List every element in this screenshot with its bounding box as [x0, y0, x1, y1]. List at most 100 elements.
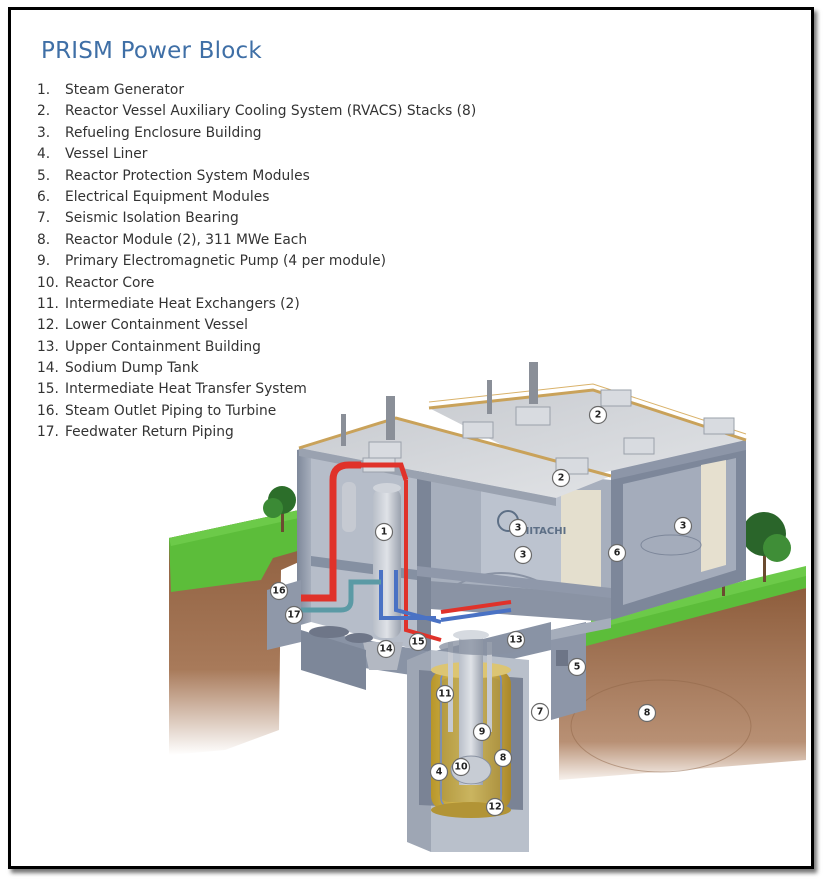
legend-item-label: Sodium Dump Tank — [65, 360, 199, 377]
legend-item-label: Seismic Isolation Bearing — [65, 210, 239, 227]
callout-marker: 3 — [508, 518, 528, 538]
legend-item: 16. Steam Outlet Piping to Turbine — [37, 401, 476, 422]
legend-list: 1.Steam Generator 2. Reactor Vessel Auxili… — [37, 80, 476, 444]
callout-marker: 8 — [493, 748, 513, 768]
legend-item-label: Feedwater Return Piping — [65, 424, 234, 441]
callout-marker: 16 — [269, 581, 289, 601]
callout-number: 6 — [614, 548, 621, 559]
legend-item-label: Reactor Protection System Modules — [65, 167, 310, 184]
callout-number: 10 — [454, 762, 468, 773]
legend-item-number: 9. — [37, 253, 51, 270]
callout-marker: 17 — [284, 605, 304, 625]
rps-module-wing — [551, 618, 611, 720]
upper-containment-hall: HITACHI — [416, 460, 611, 622]
legend-item-number: 3. — [37, 124, 51, 141]
legend-item-label: Reactor Vessel Auxiliary Cooling System … — [65, 103, 477, 120]
legend-item-number: 1. — [37, 82, 51, 98]
callout-number: 3 — [520, 550, 527, 561]
callout-marker: 7 — [530, 702, 550, 722]
legend-item-number: 5. — [37, 167, 51, 184]
ground-left — [169, 510, 301, 755]
legend-item-number: 4. — [37, 146, 51, 163]
legend-item-label: Primary Electromagnetic Pump (4 per modu… — [65, 253, 386, 270]
callout-marker: 4 — [429, 762, 449, 782]
legend-item-label: Intermediate Heat Exchangers (2) — [65, 295, 300, 312]
page-title: PRISM Power Block — [41, 38, 262, 64]
callout-number: 4 — [436, 767, 443, 778]
callout-marker: 8 — [637, 703, 657, 723]
callout-number: 11 — [438, 689, 451, 700]
callout-marker: 3 — [513, 545, 533, 565]
legend-item: 4. Vessel Liner — [37, 144, 476, 165]
callout-number: 13 — [509, 635, 522, 646]
callout-number: 12 — [488, 802, 501, 813]
legend-item-label: Vessel Liner — [65, 146, 148, 163]
legend-item-label: Intermediate Heat Transfer System — [65, 381, 307, 398]
legend-item-number: 13. — [37, 338, 59, 355]
legend-item-label: Steam Outlet Piping to Turbine — [65, 402, 277, 419]
legend-item: 1.Steam Generator — [37, 80, 476, 101]
legend-item: 15.Intermediate Heat Transfer System — [37, 379, 476, 400]
callout-number: 14 — [379, 644, 393, 655]
callout-number: 16 — [272, 586, 286, 597]
legend-item: 10. Reactor Core — [37, 273, 476, 294]
callout-number: 9 — [479, 727, 486, 738]
legend-item-number: 14. — [37, 360, 59, 377]
legend-item: 5. Reactor Protection System Modules — [37, 166, 476, 187]
callout-marker: 10 — [451, 757, 471, 777]
callout-number: 5 — [574, 662, 581, 673]
legend-item-label: Upper Containment Building — [65, 338, 261, 355]
ground-right — [559, 566, 806, 780]
legend-item: 12.Lower Containment Vessel — [37, 315, 476, 336]
callout-number: 8 — [644, 708, 651, 719]
callout-number: 2 — [558, 473, 565, 484]
figure-frame: HITACHI — [8, 7, 814, 869]
legend-item: 17. Feedwater Return Piping — [37, 422, 476, 443]
legend-item-label: Refueling Enclosure Building — [65, 124, 262, 141]
callout-number: 17 — [287, 610, 300, 621]
legend-item-number: 7. — [37, 210, 51, 227]
legend-item-number: 16. — [37, 402, 59, 419]
legend-item: 3. Refueling Enclosure Building — [37, 123, 476, 144]
callout-marker: 2 — [551, 468, 571, 488]
callout-marker: 13 — [506, 630, 526, 650]
reactor-silo — [407, 630, 529, 852]
legend-item: 11. Intermediate Heat Exchangers (2) — [37, 294, 476, 315]
callout-marker: 3 — [673, 516, 693, 536]
legend-item-label: Reactor Core — [65, 274, 155, 291]
legend-item-number: 12. — [37, 317, 59, 334]
legend-item-label: Reactor Module (2), 311 MWe Each — [65, 231, 308, 248]
legend-item-number: 10. — [37, 274, 59, 291]
legend-item-number: 17. — [37, 424, 59, 441]
legend-item-number: 8. — [37, 231, 51, 248]
legend-item: 14. Sodium Dump Tank — [37, 358, 476, 379]
legend-item: 9. Primary Electromagnetic Pump (4 per mo… — [37, 251, 476, 272]
callout-marker: 14 — [376, 639, 396, 659]
legend-item-label: Electrical Equipment Modules — [65, 188, 270, 205]
callout-marker: 11 — [435, 684, 455, 704]
legend-item: 2. Reactor Vessel Auxiliary Cooling Syste… — [37, 101, 476, 122]
callout-marker: 12 — [485, 797, 505, 817]
reactor-building-cutaway — [267, 396, 612, 690]
legend-item: 7. Seismic Isolation Bearing — [37, 208, 476, 229]
legend-item: 6. Electrical Equipment Modules — [37, 187, 476, 208]
legend-item-number: 11. — [37, 295, 59, 312]
callout-marker: 15 — [408, 632, 428, 652]
callout-marker: 5 — [567, 657, 587, 677]
callout-marker: 2 — [588, 405, 608, 425]
callout-marker: 1 — [374, 522, 394, 542]
hitachi-logo-text: HITACHI — [521, 526, 566, 537]
callout-number: 15 — [411, 637, 424, 648]
callout-number: 1 — [381, 527, 388, 538]
legend-item-number: 2. — [37, 103, 51, 120]
legend-item-number: 6. — [37, 188, 51, 205]
legend-item: 8. Reactor Module (2), 311 MWe Each — [37, 230, 476, 251]
callout-number: 8 — [500, 753, 507, 764]
callout-marker: 9 — [472, 722, 492, 742]
legend-item: 13. Upper Containment Building — [37, 337, 476, 358]
callout-number: 3 — [680, 521, 687, 532]
callout-number: 2 — [595, 410, 602, 421]
power-block-illustration: HITACHI — [169, 362, 806, 852]
callout-number: 3 — [515, 523, 522, 534]
